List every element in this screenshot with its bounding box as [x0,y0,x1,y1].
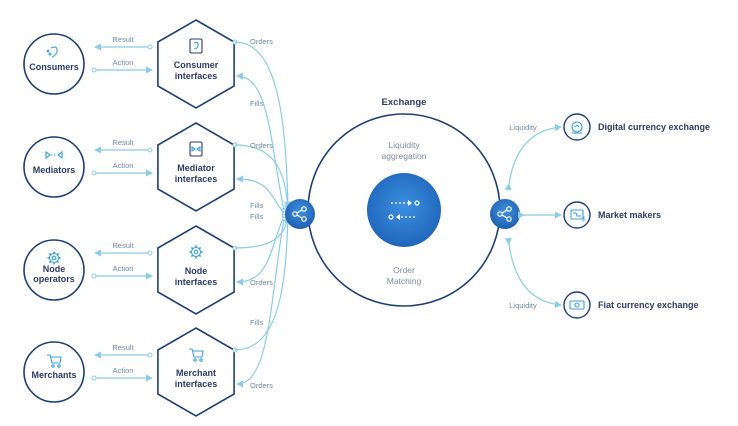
action-label: Action [113,366,134,375]
share-icon [497,206,512,222]
consumer-interface-icon [189,38,203,54]
interface-label-line-2: interfaces [175,71,218,81]
orders-label: Orders [250,141,273,150]
connector-dot [147,147,153,153]
liquidity-label: Liquidity [509,123,537,132]
liquidity-aggregation-line-1: Liquidity [388,140,420,150]
connector-dot [147,250,153,256]
cart-interface-icon [189,348,204,362]
fills-arrow [236,72,285,211]
result-label: Result [112,343,134,352]
liquidity-source[interactable]: Digital currency exchange Liquidity [504,113,710,191]
market-makers-icon: $ [570,209,586,223]
exchange-block: Exchange Liquidity aggregation Order Mat… [285,97,520,307]
share-icon [292,206,307,222]
interface-label-line-1: Merchant [176,368,216,378]
matching-engine-core [367,173,441,247]
connector-dot [91,67,97,73]
actor-circle [23,136,85,198]
mediator-interface-icon [189,141,203,157]
actor-circle [23,33,85,95]
actor-label-line-1: Node [43,264,66,274]
actor-circle [23,239,85,301]
orders-arrow [234,216,292,351]
actor-node[interactable]: Consumers [23,33,85,95]
liquidity-aggregation-line-2: aggregation [382,151,427,161]
actor-node[interactable]: Merchants [23,341,85,403]
interface-label-line-1: Consumer [174,60,219,70]
interface-label-line-2: interfaces [175,174,218,184]
exchange-title: Exchange [382,97,427,108]
actor-label: Consumers [29,62,79,72]
fills-label: Fills [250,318,264,327]
interface-label-line-2: interfaces [175,379,218,389]
connector-dot [147,44,153,50]
digital-exchange-icon [571,121,583,134]
liquidity-source[interactable]: $ Market makers [518,201,661,229]
fills-label: Fills [250,212,264,221]
actor-label-line-2: operators [33,274,75,284]
fills-arrow [236,215,285,286]
fills-arrow [236,218,285,388]
interface-label-line-2: interfaces [175,277,218,287]
actor-label: Merchants [31,370,76,380]
liquidity-arrow [504,237,562,308]
orders-label: Orders [250,37,273,46]
cart-icon [47,354,62,368]
orders-arrow [234,144,292,212]
order-matching-line-2: Matching [387,276,422,286]
connector-dot [91,273,97,279]
fiat-exchange-icon [569,300,585,310]
source-label: Market makers [598,210,661,220]
order-matching-line-1: Order [393,265,415,275]
result-label: Result [112,138,134,147]
action-label: Action [113,161,134,170]
consumer-icon [46,46,58,58]
left-hub [285,199,315,229]
right-hub [490,199,520,229]
fills-label: Fills [250,99,264,108]
gear-interface-icon [189,245,203,259]
actor-circle [23,341,85,403]
action-label: Action [113,58,134,67]
actor-node[interactable]: Mediators [23,136,85,198]
exchange-arrows-icon [388,200,420,220]
source-icon-circle [563,113,591,141]
source-label: Fiat currency exchange [598,300,699,310]
source-icon-circle [563,291,591,319]
orders-arrow [234,41,292,209]
gear-icon [47,251,61,265]
action-label: Action [113,264,134,273]
liquidity-source[interactable]: Fiat currency exchange Liquidity [504,237,699,319]
svg-text:$: $ [582,217,586,223]
orders-label: Orders [250,381,273,390]
source-icon-circle: $ [563,201,591,229]
orders-label: Orders [250,278,273,287]
fills-arrow [236,175,285,214]
interface-label-line-1: Node [185,266,208,276]
result-label: Result [112,241,134,250]
connector-dot [147,352,153,358]
connector-dot [91,170,97,176]
mediator-icon [45,150,63,160]
interface-label-line-1: Mediator [177,163,215,173]
connector-dot [91,375,97,381]
liquidity-arrow [504,124,562,191]
actor-label: Mediators [33,165,76,175]
source-label: Digital currency exchange [598,122,710,132]
result-label: Result [112,35,134,44]
liquidity-label: Liquidity [509,301,537,310]
fills-label: Fills [250,201,264,210]
